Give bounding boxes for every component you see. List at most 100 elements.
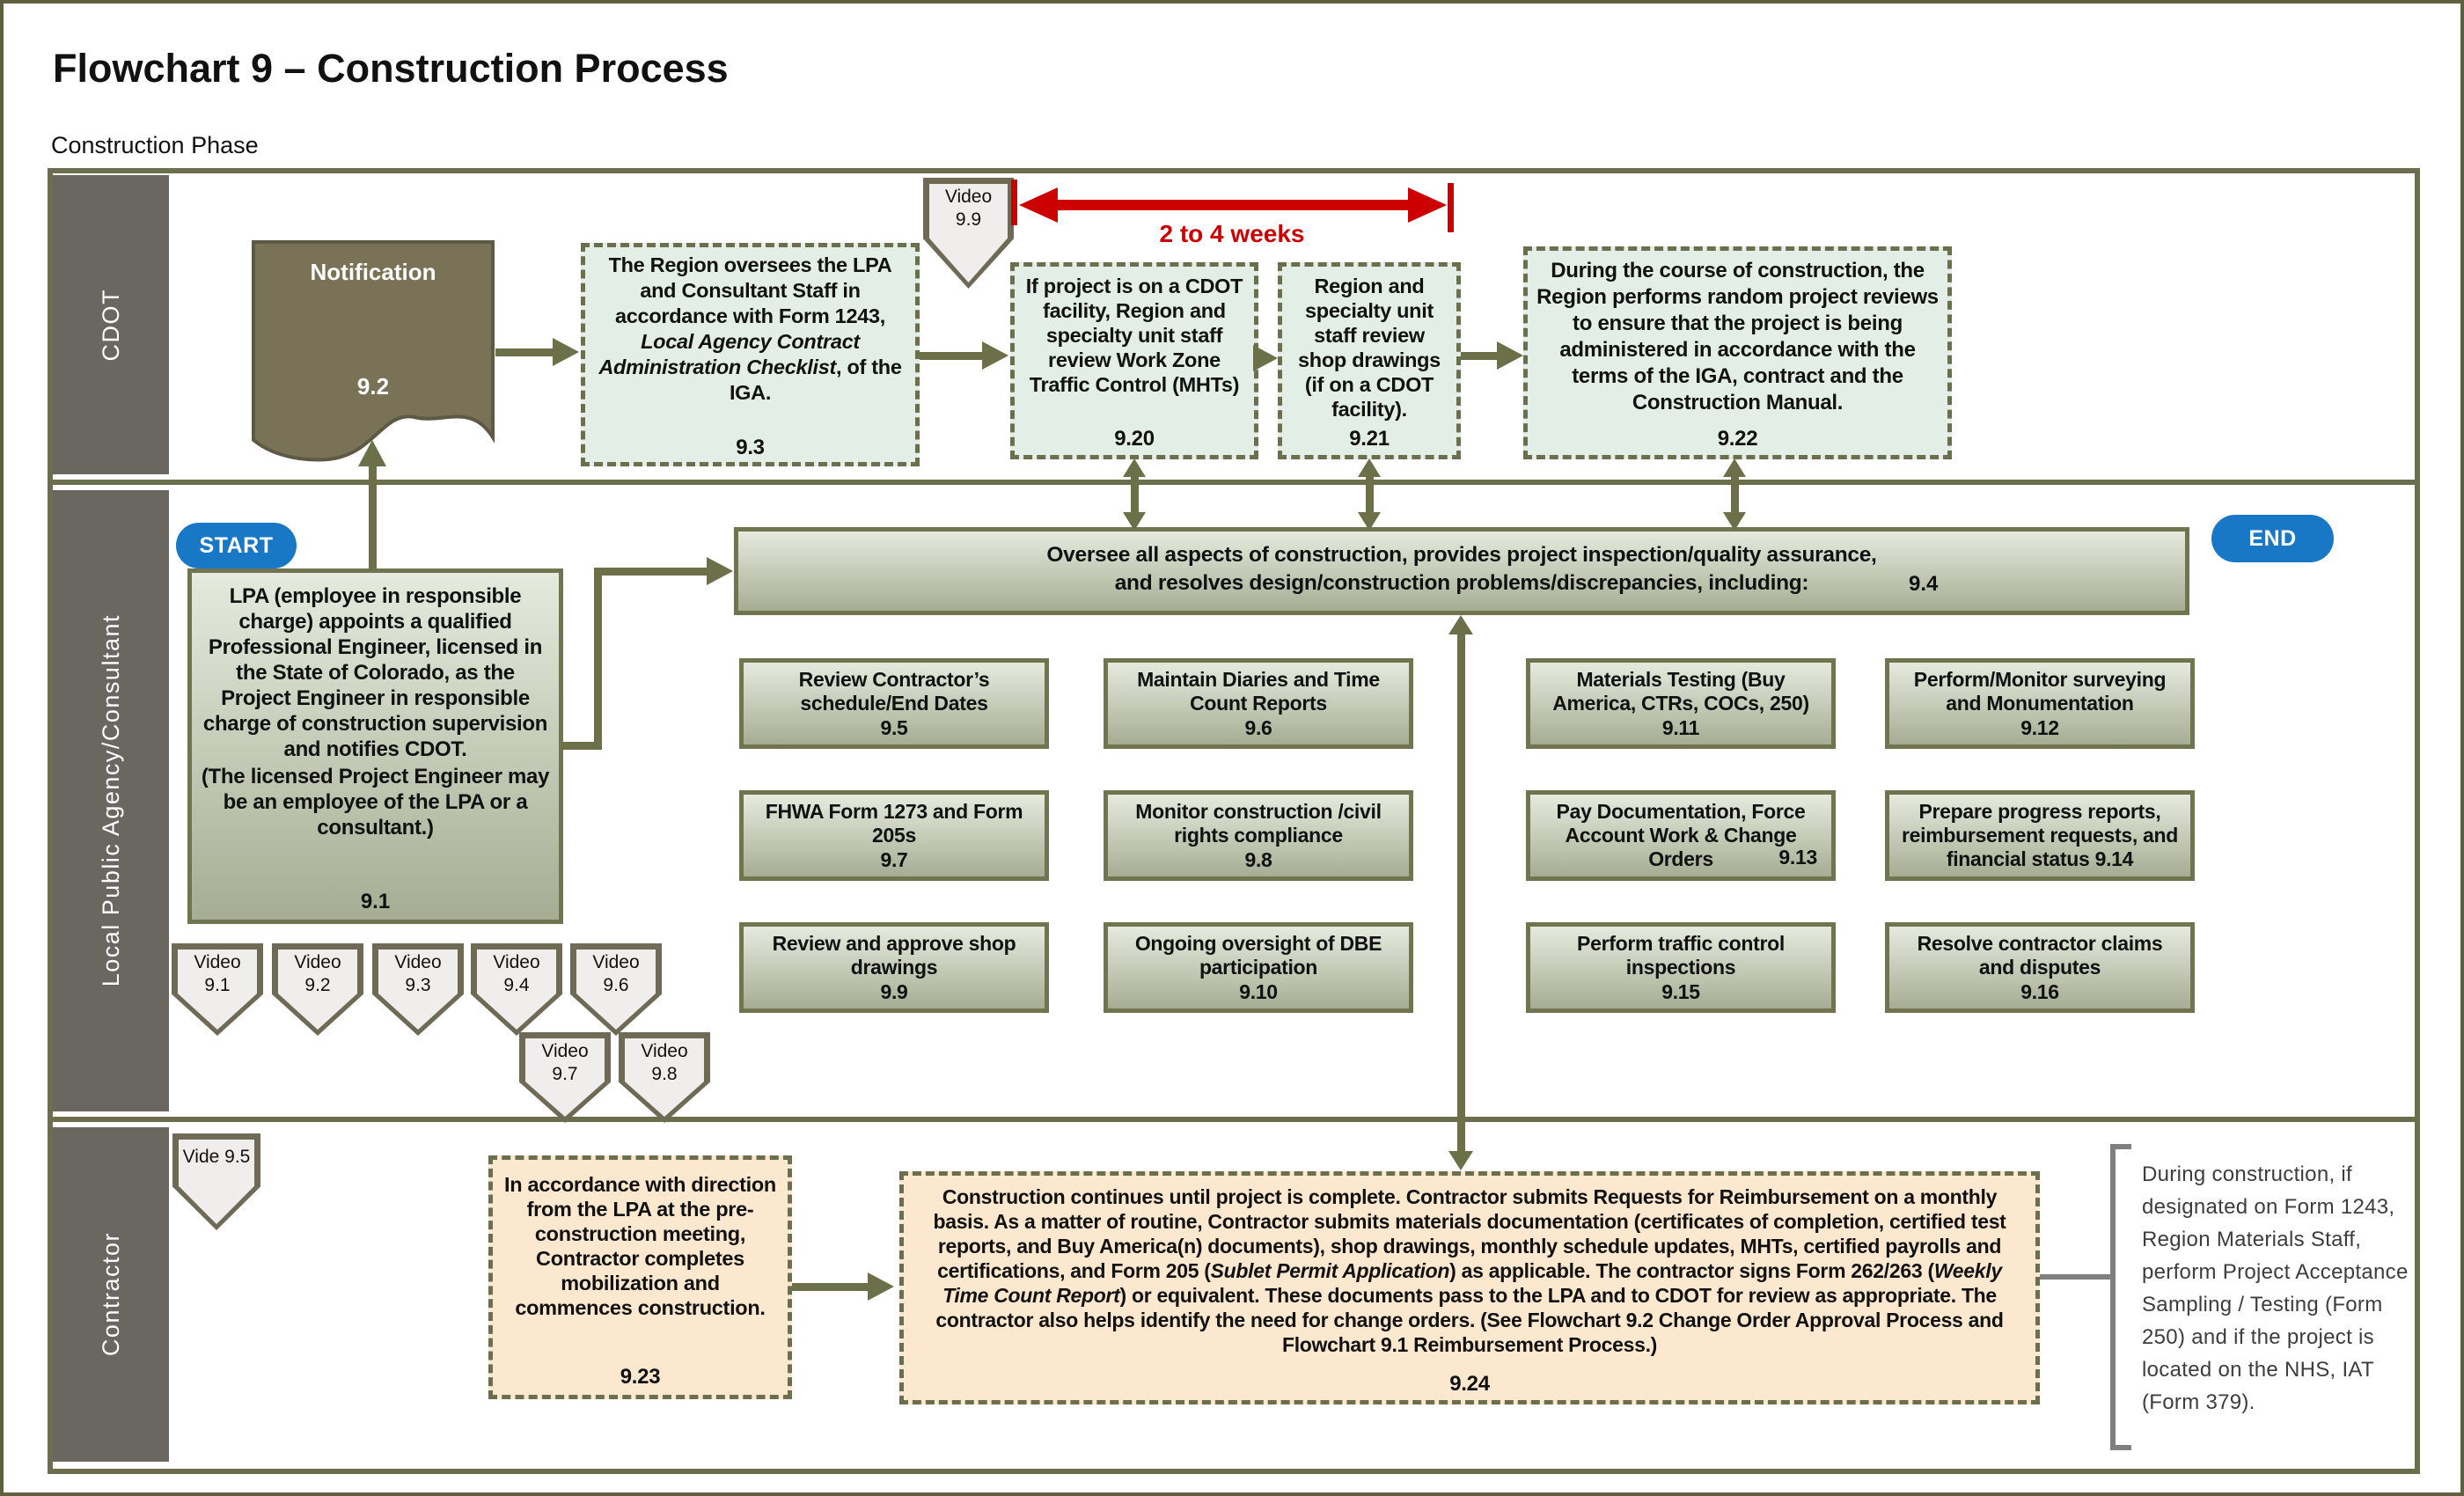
video-9-7-label: Video 9.7 xyxy=(519,1040,611,1086)
box-9-22-num: 9.22 xyxy=(1717,427,1758,451)
video-9-7-word: Video xyxy=(541,1041,589,1061)
timeline-arrowhead-left-icon xyxy=(1019,187,1058,223)
connector-9-3-to-9-20 xyxy=(920,352,983,360)
timeline-label: 2 to 4 weeks xyxy=(1159,220,1305,247)
task-box-9-8: Monitor construction /civil rights compl… xyxy=(1104,790,1413,881)
connector-9-1-elbow-top xyxy=(594,568,708,576)
end-label: END xyxy=(2248,525,2297,551)
box-region-oversees-9-3: The Region oversees the LPA and Consulta… xyxy=(581,243,920,466)
notification-num: 9.2 xyxy=(356,373,390,400)
video-9-2-word: Video xyxy=(294,952,341,972)
task-9-11-num: 9.11 xyxy=(1661,715,1700,739)
box-9-1-text: LPA (employee in responsible charge) app… xyxy=(202,584,548,761)
task-box-9-15: Perform traffic control inspections 9.15 xyxy=(1526,922,1836,1013)
arrowhead-down-9-21-icon xyxy=(1358,512,1381,531)
arrowhead-into-notification-icon xyxy=(358,440,386,466)
arrowhead-up-9-22-icon xyxy=(1723,458,1746,477)
box-9-24-num: 9.24 xyxy=(1449,1372,1490,1396)
video-9-3-num: 9.3 xyxy=(405,975,431,995)
box-9-24-text: Construction continues until project is … xyxy=(933,1185,2006,1356)
task-9-13-text: Pay Documentation, Force Account Work & … xyxy=(1556,800,1806,870)
lane-header-lpa: Local Public Agency/Consultant xyxy=(53,490,169,1111)
arrowhead-into-9-24-icon xyxy=(868,1272,894,1301)
task-9-10-num: 9.10 xyxy=(1239,979,1278,1003)
video-9-6-label: Video 9.6 xyxy=(570,951,662,997)
task-9-7-text: FHWA Form 1273 and Form 205s xyxy=(765,799,1023,847)
lane-header-lpa-label: Local Public Agency/Consultant xyxy=(97,614,124,987)
video-9-5-label: Vide 9.5 xyxy=(182,1147,251,1167)
box-9-4-line1: Oversee all aspects of construction, pro… xyxy=(1046,543,1877,567)
arrowhead-into-9-22-icon xyxy=(1497,341,1523,370)
note-bracket-icon xyxy=(2110,1144,2131,1450)
box-9-22-text: During the course of construction, the R… xyxy=(1536,259,1939,414)
arrowhead-into-9-20-icon xyxy=(982,341,1008,370)
task-box-9-7: FHWA Form 1273 and Form 205s 9.7 xyxy=(739,790,1049,881)
start-terminator: START xyxy=(176,523,297,568)
video-9-4-marker[interactable]: Video 9.4 xyxy=(471,943,562,1036)
video-9-4-label: Video 9.4 xyxy=(471,951,562,997)
video-9-1-marker[interactable]: Video 9.1 xyxy=(172,943,263,1036)
task-9-9-num: 9.9 xyxy=(880,979,908,1003)
video-9-4-num: 9.4 xyxy=(503,975,530,995)
task-9-15-text: Perform traffic control inspections xyxy=(1577,931,1785,979)
video-9-7-num: 9.7 xyxy=(552,1064,578,1084)
video-9-1-word: Video xyxy=(194,952,241,972)
phase-label: Construction Phase xyxy=(51,132,259,158)
task-box-9-11: Materials Testing (Buy America, CTRs, CO… xyxy=(1526,658,1836,749)
arrowhead-down-9-20-icon xyxy=(1123,512,1146,531)
task-9-15-num: 9.15 xyxy=(1661,979,1700,1003)
task-9-8-num: 9.8 xyxy=(1244,847,1272,871)
box-work-zone-9-20: If project is on a CDOT facility, Region… xyxy=(1010,262,1258,459)
task-9-9-text: Review and approve shop drawings xyxy=(772,931,1016,979)
box-9-1-num: 9.1 xyxy=(360,890,391,913)
video-9-1-num: 9.1 xyxy=(204,975,231,995)
task-9-16-text: Resolve contractor claims and disputes xyxy=(1917,931,2163,979)
timeline-arrowhead-right-icon xyxy=(1408,187,1447,223)
task-9-14-text-span: Prepare progress reports, reimbursement … xyxy=(1901,800,2178,870)
video-9-9-word: Video xyxy=(944,187,993,207)
video-9-4-word: Video xyxy=(493,952,540,972)
arrowhead-down-9-22-icon xyxy=(1723,512,1746,531)
connector-9-21-to-9-4 xyxy=(1366,475,1374,514)
task-box-9-13: Pay Documentation, Force Account Work & … xyxy=(1526,790,1836,881)
task-9-8-text: Monitor construction /civil rights compl… xyxy=(1135,799,1382,847)
connector-9-21-to-9-22 xyxy=(1461,352,1498,360)
video-9-9-label: Video 9.9 xyxy=(923,186,1014,231)
video-9-6-num: 9.6 xyxy=(603,975,629,995)
connector-9-23-to-9-24 xyxy=(792,1283,869,1291)
lane-header-cdot: CDOT xyxy=(53,175,169,474)
arrowhead-into-9-21-icon xyxy=(1253,345,1278,371)
connector-9-20-to-9-4 xyxy=(1131,475,1139,514)
arrowhead-up-into-9-4-icon xyxy=(1448,615,1473,634)
lane-divider-lpa-contractor xyxy=(48,1117,2420,1122)
video-9-8-word: Video xyxy=(641,1041,688,1061)
task-box-9-9: Review and approve shop drawings 9.9 xyxy=(739,922,1049,1013)
task-box-9-5: Review Contractor’s schedule/End Dates 9… xyxy=(739,658,1049,749)
box-9-1-text2: (The licensed Project Engineer may be an… xyxy=(201,765,550,840)
task-9-5-num: 9.5 xyxy=(880,715,908,739)
task-9-6-text: Maintain Diaries and Time Count Reports xyxy=(1137,667,1380,715)
task-9-16-num: 9.16 xyxy=(2020,979,2059,1003)
box-9-20-text: If project is on a CDOT facility, Region… xyxy=(1025,275,1243,396)
video-9-6-word: Video xyxy=(592,952,640,972)
box-mobilization-9-23: In accordance with direction from the LP… xyxy=(488,1155,792,1399)
box-9-3-num: 9.3 xyxy=(736,436,765,459)
box-9-3-text: The Region oversees the LPA and Consulta… xyxy=(598,253,902,404)
box-9-20-num: 9.20 xyxy=(1114,427,1155,451)
video-9-8-label: Video 9.8 xyxy=(619,1040,710,1086)
connector-9-22-to-9-4 xyxy=(1731,475,1739,514)
arrowhead-up-9-21-icon xyxy=(1358,458,1381,477)
video-9-3-word: Video xyxy=(394,952,442,972)
task-9-12-text: Perform/Monitor surveying and Monumentat… xyxy=(1913,667,2167,715)
lane-header-cdot-label: CDOT xyxy=(97,288,124,362)
box-9-4-line2: and resolves design/construction problem… xyxy=(1114,571,1809,595)
timeline-arrow-shaft xyxy=(1054,200,1412,210)
box-9-23-num: 9.23 xyxy=(620,1365,661,1389)
connector-9-1-to-notification xyxy=(369,465,377,570)
box-9-21-num: 9.21 xyxy=(1349,427,1390,451)
connector-9-1-elbow-bottom xyxy=(561,742,602,750)
lane-header-contractor: Contractor xyxy=(53,1127,169,1462)
task-9-6-num: 9.6 xyxy=(1244,715,1272,739)
video-9-8-num: 9.8 xyxy=(651,1064,678,1084)
